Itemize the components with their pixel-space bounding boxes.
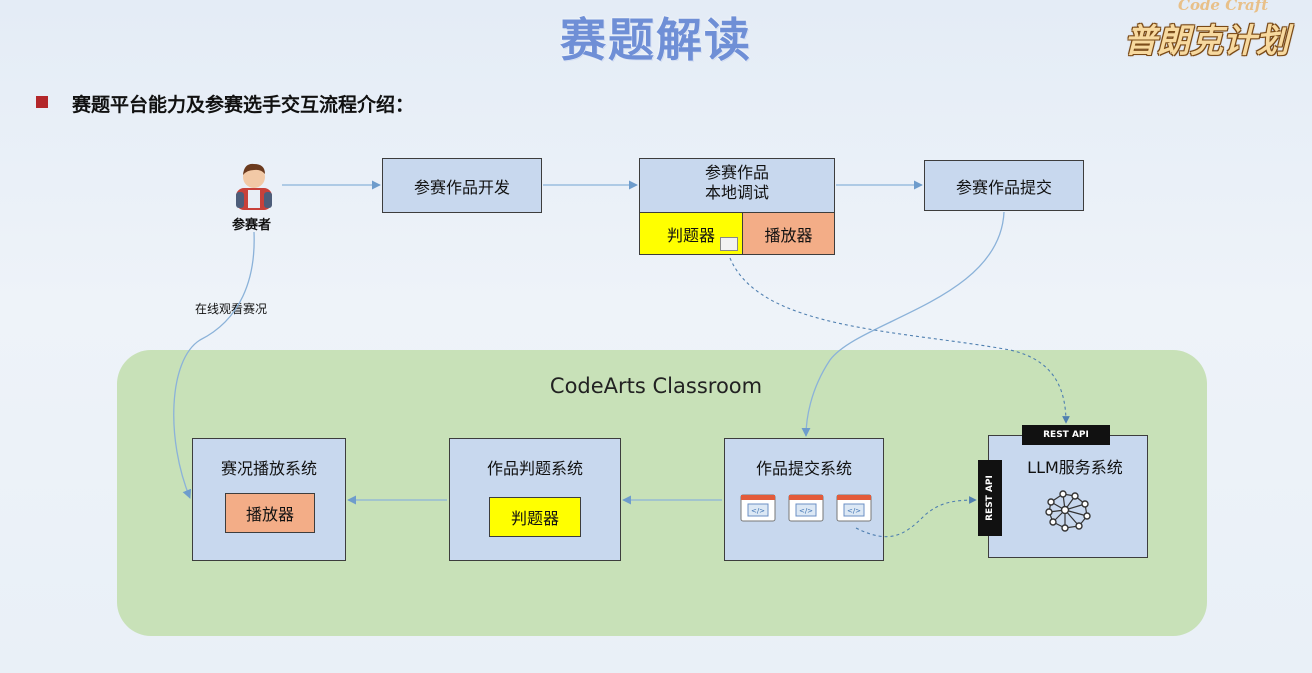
logo-cn-text: 普朗克计划 [1124, 21, 1289, 60]
participant-avatar-icon [228, 160, 280, 212]
local-debug-box: 参赛作品 本地调试 判题器 播放器 [639, 158, 835, 255]
llm-system-box: LLM服务系统 [988, 435, 1148, 558]
local-debug-line1: 参赛作品 [704, 163, 769, 182]
svg-text:</>: </> [751, 507, 765, 515]
arrow-submit-to-submit-system [801, 211, 1005, 437]
bullet-square-icon [36, 96, 48, 108]
logo-en-text: Code Craft [1178, 0, 1269, 14]
doc-icon [720, 237, 738, 251]
judge-system-label: 作品判题系统 [486, 459, 583, 478]
section-subtitle: 赛题平台能力及参赛选手交互流程介绍： [72, 94, 415, 116]
watch-label: 在线观看赛况 [195, 302, 268, 316]
dashed-judge-to-llm [729, 257, 1070, 424]
dashed-submit-to-llm [855, 496, 977, 538]
page-title: 赛题解读 [560, 13, 752, 67]
broadcast-system-label: 赛况播放系统 [220, 459, 317, 478]
arrow-watch-line [173, 231, 255, 499]
code-file-icon: </> [740, 494, 776, 528]
classroom-title: CodeArts Classroom [549, 374, 763, 398]
neural-network-icon [1043, 488, 1093, 538]
code-file-icon: </> [836, 494, 872, 528]
rest-api-side-tab: REST API [978, 460, 1002, 536]
rest-api-top-tab: REST API [1022, 425, 1110, 445]
broadcast-system-box: 赛况播放系统 播放器 [192, 438, 346, 561]
code-craft-logo: Code Craft 普朗克计划 [1120, 0, 1306, 60]
develop-box: 参赛作品开发 [382, 158, 542, 213]
svg-text:</>: </> [847, 507, 861, 515]
llm-system-label: LLM服务系统 [1027, 458, 1123, 477]
submit-box: 参赛作品提交 [924, 160, 1084, 211]
judge-engine-box: 判题器 [489, 497, 581, 537]
code-file-icon: </> [788, 494, 824, 528]
local-player-box: 播放器 [743, 212, 834, 254]
local-debug-line2: 本地调试 [704, 183, 769, 202]
judge-system-box: 作品判题系统 判题器 [449, 438, 621, 561]
broadcast-player-box: 播放器 [225, 493, 315, 533]
submit-system-label: 作品提交系统 [755, 459, 852, 478]
svg-text:</>: </> [799, 507, 813, 515]
participant-label: 参赛者 [232, 218, 272, 233]
